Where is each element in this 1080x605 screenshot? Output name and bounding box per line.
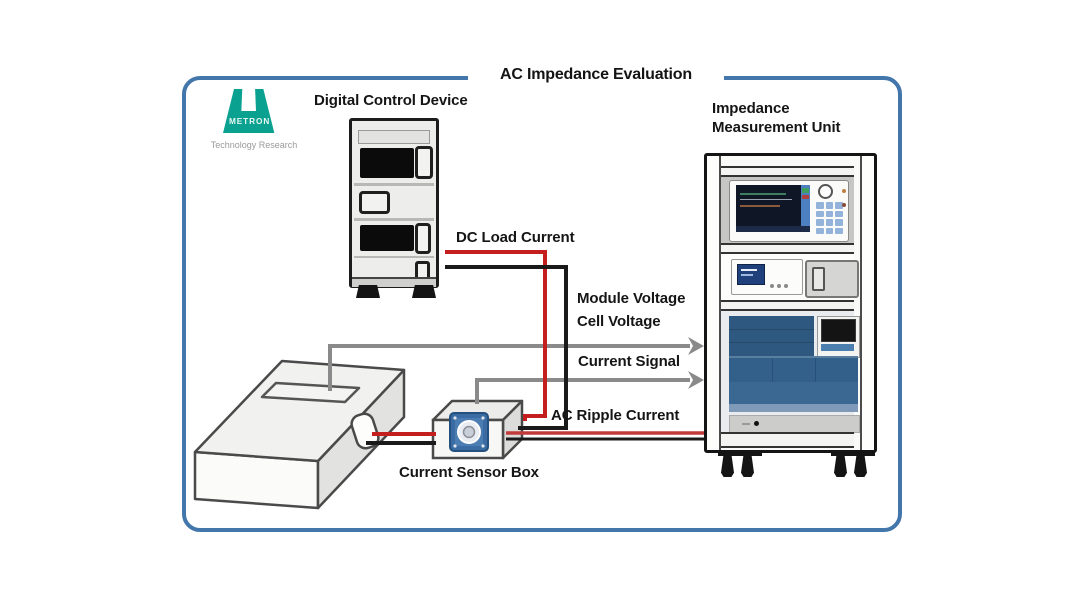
rack-rail-left: [707, 156, 721, 450]
dcd-button-3: [415, 223, 431, 254]
screen-trace: [740, 193, 786, 195]
signal-generator: [731, 259, 803, 295]
generator-buttons: [770, 284, 794, 288]
dcd-base-rail: [352, 277, 436, 287]
rack-foot: [741, 456, 754, 477]
current-signal-arrow-icon: [688, 371, 704, 389]
dcd-display-2: [360, 225, 414, 251]
label-impedance-measurement-unit: Impedance Measurement Unit: [712, 100, 841, 136]
dcd-top-vent: [358, 130, 430, 144]
label-dc-load-current: DC Load Current: [456, 229, 575, 246]
rack-bottom-panel: [729, 415, 860, 433]
rack-foot: [854, 456, 867, 477]
rack-crossbar: [721, 300, 854, 311]
battery-module: [193, 359, 406, 510]
dcd-button-2: [359, 191, 390, 214]
panel-button: [754, 421, 759, 426]
rack-crossbar: [721, 166, 854, 177]
dcd-button-1: [415, 146, 433, 179]
panel-marking: [742, 423, 750, 425]
controller-screen: [821, 319, 856, 342]
analyzer-screen: [736, 185, 810, 232]
screen-sidebar: [801, 185, 810, 232]
screen-trace: [741, 269, 757, 271]
label-current-sensor-box: Current Sensor Box: [399, 464, 539, 481]
current-sensor-box: [431, 399, 524, 460]
dc-load-wire-red: [445, 250, 547, 421]
module-controller: [817, 316, 860, 358]
logo-subtitle: Technology Research: [210, 140, 298, 150]
analyzer-led: [842, 189, 846, 193]
label-digital-control-device: Digital Control Device: [314, 92, 468, 109]
label-module-voltage: Module Voltage: [577, 290, 686, 307]
power-module-band: [729, 382, 858, 404]
generator-screen: [737, 264, 765, 285]
label-current-signal: Current Signal: [578, 353, 680, 370]
screen-trace: [740, 199, 792, 200]
power-module-block: [729, 316, 814, 356]
rack-section-analyzer: [721, 177, 854, 243]
module-voltage-arrow-icon: [688, 337, 704, 355]
rack-foot-bar: [831, 450, 875, 456]
dcd-divider: [354, 256, 434, 258]
dcd-foot: [412, 285, 436, 298]
current-signal-wire: [475, 378, 690, 404]
battery-top-terminal-plate: [260, 381, 361, 404]
rack-section-power-modules: [721, 311, 860, 433]
dcd-display-1: [360, 148, 414, 178]
analyzer-led: [842, 203, 846, 207]
battery-side-connector: [350, 412, 380, 450]
screen-indicator: [802, 188, 809, 193]
impedance-analyzer: [729, 180, 849, 242]
digital-control-device: [349, 118, 439, 288]
dcd-divider: [354, 183, 434, 186]
metron-logo: METRON: [223, 89, 275, 133]
rack-crossbar: [721, 432, 854, 448]
power-module-band: [729, 404, 858, 412]
rack-crossbar: [721, 243, 854, 254]
screen-indicator: [802, 195, 809, 199]
rack-foot: [721, 456, 734, 477]
screen-trace: [741, 274, 753, 276]
rack-section-generator: [721, 254, 859, 300]
blank-panel: [805, 260, 859, 298]
controller-strip: [821, 344, 854, 351]
screen-toolbar: [736, 226, 810, 232]
dcd-foot: [356, 285, 380, 298]
label-cell-voltage: Cell Voltage: [577, 313, 661, 330]
rack-rail-right: [860, 156, 874, 450]
power-module-band: [729, 356, 858, 382]
analyzer-knob: [818, 184, 833, 199]
dc-load-wire-black: [445, 265, 568, 430]
dcd-divider: [354, 218, 434, 221]
module-voltage-wire: [328, 344, 690, 391]
rack-foot: [834, 456, 847, 477]
impedance-measurement-unit: [704, 153, 877, 453]
rack-foot-bar: [718, 450, 762, 456]
diagram-title: AC Impedance Evaluation: [468, 66, 724, 88]
screen-trace: [740, 205, 780, 207]
panel-slot: [812, 267, 825, 291]
analyzer-keypad: [816, 202, 843, 234]
label-ac-ripple-current: AC Ripple Current: [551, 407, 680, 424]
logo-wordmark: METRON: [229, 117, 270, 126]
